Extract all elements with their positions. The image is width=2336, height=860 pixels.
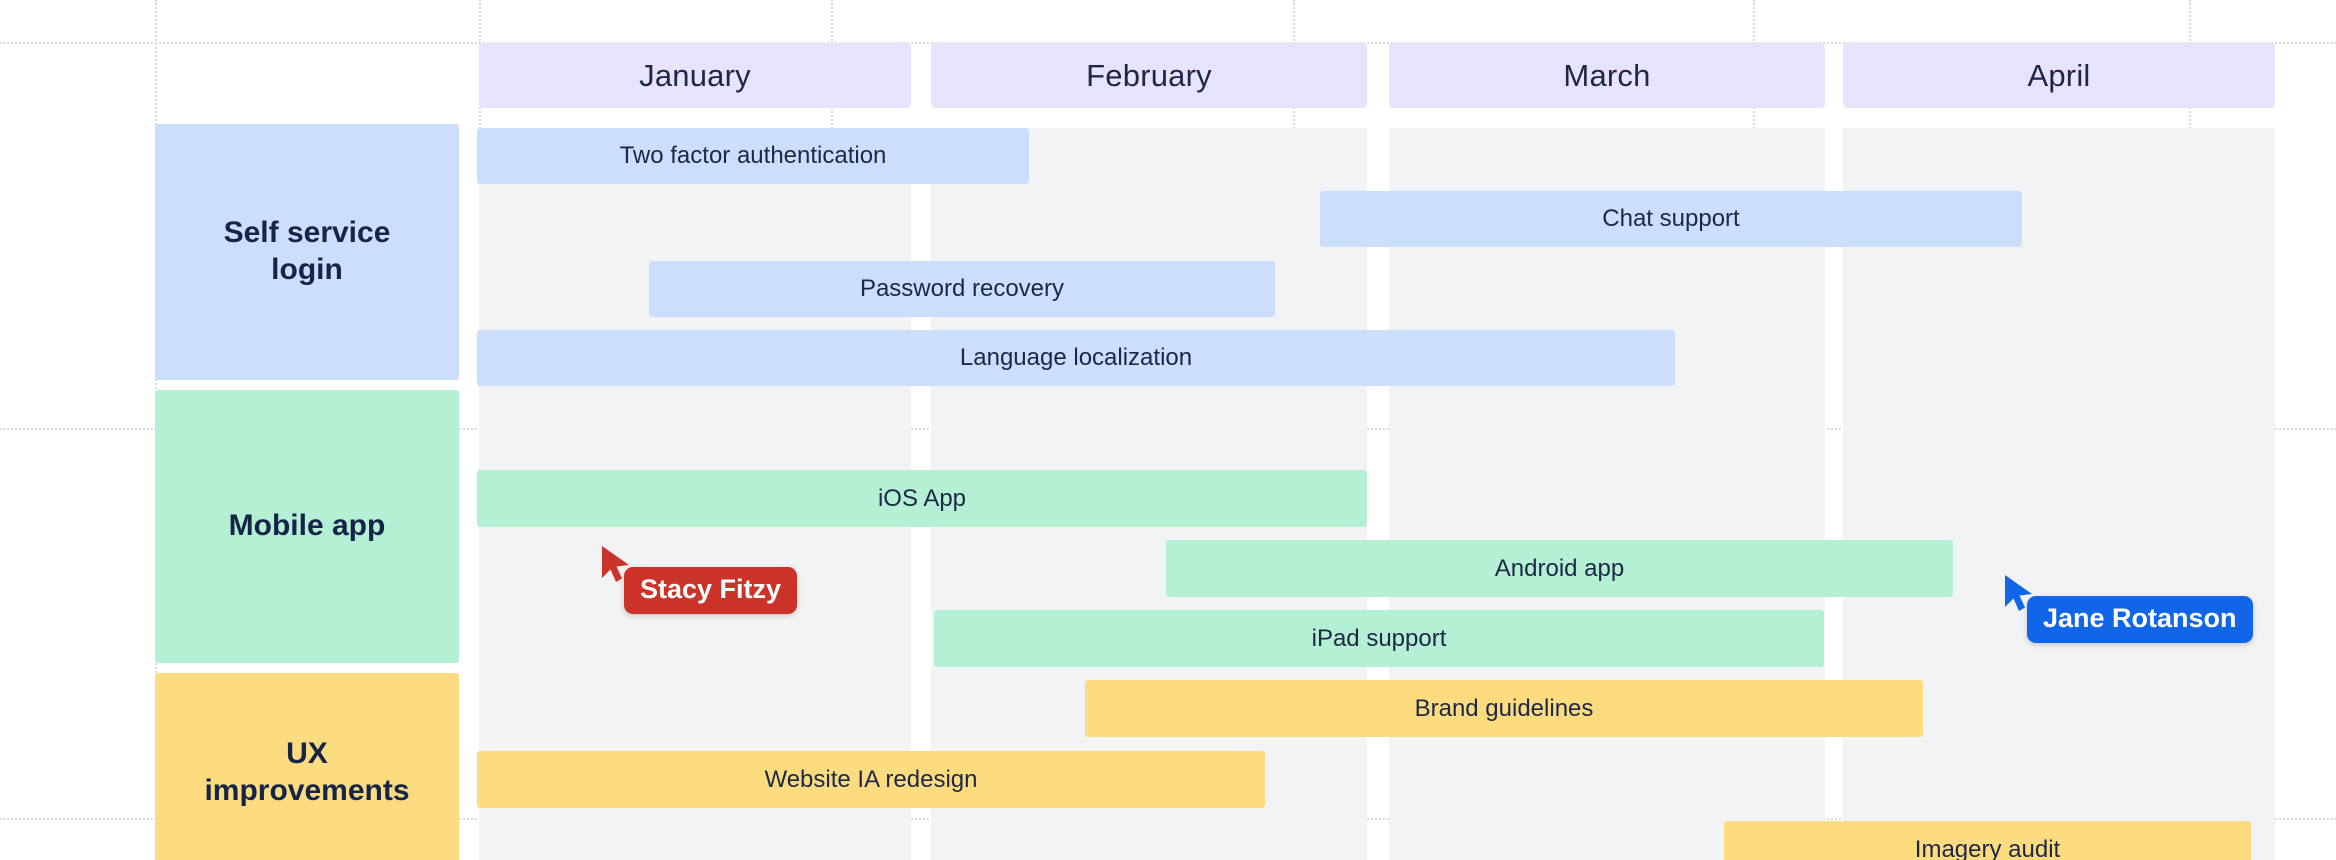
task-chat-support[interactable]: Chat support xyxy=(1320,191,2022,247)
cursor-name-tag: Jane Rotanson xyxy=(2027,596,2253,643)
task-bar-label: Android app xyxy=(1494,554,1625,582)
task-language-localization[interactable]: Language localization xyxy=(477,330,1675,386)
task-bar-label: iOS App xyxy=(877,484,967,512)
task-ios-app[interactable]: iOS App xyxy=(477,470,1367,527)
swimlane-label: UX improvements xyxy=(204,737,410,807)
task-ipad-support[interactable]: iPad support xyxy=(934,610,1824,667)
month-header-march[interactable]: March xyxy=(1389,43,1825,108)
task-two-factor-authentication[interactable]: Two factor authentication xyxy=(477,128,1029,184)
column-march xyxy=(1389,128,1825,860)
month-header-april[interactable]: April xyxy=(1843,43,2275,108)
task-password-recovery[interactable]: Password recovery xyxy=(649,261,1275,317)
cursor-pointer-icon xyxy=(2005,575,2032,611)
task-bar-label: Website IA redesign xyxy=(764,765,978,793)
task-bar-label: Chat support xyxy=(1602,205,1740,232)
cursor-name-label: Stacy Fitzy xyxy=(640,574,782,604)
task-imagery-audit[interactable]: Imagery audit xyxy=(1724,821,2251,860)
lane-ux-improvements[interactable]: UX improvements xyxy=(155,673,459,860)
month-label: March xyxy=(1563,57,1651,93)
task-bar-label: Language localization xyxy=(959,344,1193,371)
month-label: April xyxy=(2027,57,2091,93)
cursor-name-tag: Stacy Fitzy xyxy=(624,567,798,614)
month-label: January xyxy=(639,57,751,93)
month-header-january[interactable]: January xyxy=(479,43,911,108)
task-bar-label: Imagery audit xyxy=(1914,835,2061,860)
task-bar-label: Brand guidelines xyxy=(1414,694,1594,722)
task-bar-label: Password recovery xyxy=(859,275,1065,302)
task-bar-label: iPad support xyxy=(1311,624,1447,652)
task-android-app[interactable]: Android app xyxy=(1166,540,1953,597)
month-label: February xyxy=(1086,57,1212,93)
cursor-pointer-icon xyxy=(602,546,629,582)
lane-self-service-login[interactable]: Self service login xyxy=(155,124,459,380)
task-bar-label: Two factor authentication xyxy=(619,142,887,169)
task-website-ia-redesign[interactable]: Website IA redesign xyxy=(477,751,1265,808)
cursor-name-label: Jane Rotanson xyxy=(2043,603,2237,633)
month-header-february[interactable]: February xyxy=(931,43,1367,108)
swimlane-label: Mobile app xyxy=(228,509,386,543)
swimlane-label: Self service login xyxy=(223,216,391,286)
lane-mobile-app[interactable]: Mobile app xyxy=(155,390,459,663)
column-april xyxy=(1843,128,2275,860)
task-brand-guidelines[interactable]: Brand guidelines xyxy=(1085,680,1923,737)
